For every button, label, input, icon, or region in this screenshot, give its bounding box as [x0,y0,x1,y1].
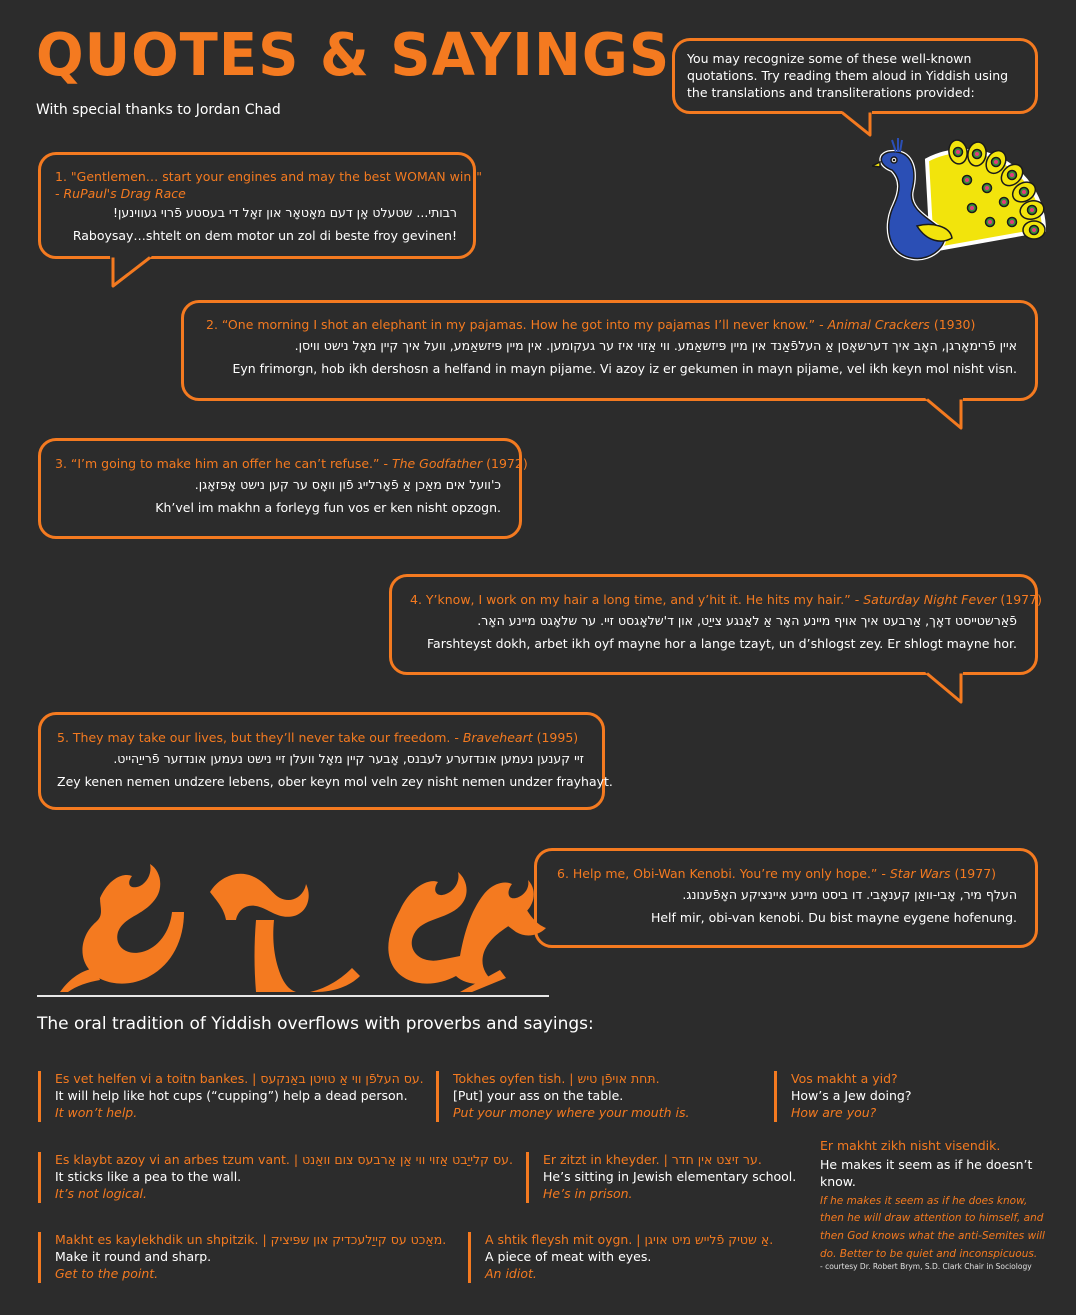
quote-transliteration: Zey kenen nemen undzere lebens, ober key… [57,774,613,789]
proverbs-heading: The oral tradition of Yiddish overflows … [37,1014,594,1034]
quote-bubble-4-tail [925,672,963,704]
quote-year: (1930) [933,317,976,332]
credit-line: - courtesy Dr. Robert Brym, S.D. Clark C… [820,1262,1032,1271]
quote-yiddish: כ'וועל אים מאַכן אַ פֿאָרלייג פֿון וואָס… [194,477,501,492]
quote-transliteration: Helf mir, obi-van kenobi. Du bist mayne … [650,910,1017,925]
quote-transliteration: Farshteyst dokh, arbet ikh oyf mayne hor… [427,636,1017,651]
quote-text: 2. “One morning I shot an elephant in my… [206,317,824,332]
proverb-translation: How’s a Jew doing? [791,1087,912,1103]
quote-source: Star Wars [889,866,951,881]
quote-source: - RuPaul's Drag Race [55,186,186,201]
peacock-illustration [872,138,1047,261]
proverb-translation: He’s sitting in Jewish elementary school… [543,1168,797,1184]
quote-bubble-5: 5. They may take our lives, but they’ll … [38,712,613,810]
proverb-5: Er zitzt in kheyder. | ער זיצט אין חדר. … [526,1152,796,1203]
quote-yiddish: העלף מיר, אָבי-וואַן קענאָבי. דו ביסט מי… [682,887,1017,902]
proverb-translation: It will help like hot cups (“cupping”) h… [55,1087,408,1103]
quote-year: (1995) [536,730,579,745]
proverb-translation: Make it round and sharp. [55,1248,212,1264]
quote-bubble-1-tail [110,256,152,288]
proverb-translation: [Put] your ass on the table. [453,1087,624,1103]
proverb-3: Vos makht a yid? How’s a Jew doing? How … [774,1071,911,1122]
proverb-original: Er zitzt in kheyder. | ער זיצט אין חדר. [543,1152,762,1167]
proverb-meaning: Get to the point. [55,1265,159,1281]
quote-year: (1977) [954,866,997,881]
page-subtitle: With special thanks to Jordan Chad [36,102,281,118]
quote-yiddish: פֿאַרשטייסט דאָך, אַרבעט איך אויף מיינע … [477,613,1017,628]
page-title: QUOTES & SAYINGS [36,21,671,90]
proverb-original: Makht es kaylekhdik un shpitzik. | מאַכט… [55,1232,447,1247]
quote-transliteration: Kh’vel im makhn a forleyg fun vos er ken… [155,500,501,515]
note-title: Er makht zikh nisht visendik. [820,1138,1001,1153]
quote-source: The Godfather [391,456,483,471]
quote-year: (1977) [1000,592,1042,607]
intro-bubble: You may recognize some of these well-kno… [672,38,1038,114]
intro-text: You may recognize some of these well-kno… [687,51,1009,100]
proverb-1: Es vet helfen vi a toitn bankes. | עס הע… [38,1071,424,1122]
proverb-original: Vos makht a yid? [791,1071,898,1086]
quote-transliteration: Raboysay…shtelt on dem motor un zol di b… [72,228,457,243]
proverb-translation: A piece of meat with eyes. [485,1248,652,1264]
quote-bubble-4: 4. Y’know, I work on my hair a long time… [389,574,1042,675]
quote-source: Braveheart [462,730,533,745]
quote-year: (1972) [486,456,528,471]
note-translation: He makes it seem as if he doesn’t know. [820,1156,1033,1190]
proverb-4: Es klaybt azoy vi an arbes tzum vant. | … [38,1152,513,1203]
quote-bubble-2: 2. “One morning I shot an elephant in my… [181,300,1038,401]
quote-source: Saturday Night Fever [863,592,997,607]
proverb-meaning: It won’t help. [55,1104,138,1120]
quote-transliteration: Eyn frimorgn, hob ikh dershosn a helfand… [232,361,1017,376]
proverb-original: A shtik fleysh mit oygn. | אַ שטיק פֿליי… [485,1232,774,1247]
divider-line [37,995,549,997]
proverb-meaning: An idiot. [485,1265,537,1281]
proverb-6: Makht es kaylekhdik un shpitzik. | מאַכט… [38,1232,446,1283]
proverb-original: Es klaybt azoy vi an arbes tzum vant. | … [55,1152,513,1167]
quote-bubble-1: 1. "Gentlemen… start your engines and ma… [38,152,482,259]
intro-bubble-tail [842,111,872,137]
quote-text: 3. “I’m going to make him an offer he ca… [55,456,388,471]
proverb-meaning: It’s not logical. [55,1185,147,1201]
quote-text: 6. Help me, Obi-Wan Kenobi. You’re my on… [557,866,886,881]
proverb-2: Tokhes oyfen tish. | תּחת אויפֿן טיש. [P… [436,1071,689,1122]
proverb-note: Er makht zikh nisht visendik. He makes i… [820,1137,1050,1264]
proverb-meaning: Put your money where your mouth is. [453,1104,690,1120]
quote-text: 4. Y’know, I work on my hair a long time… [410,592,860,607]
proverb-7: A shtik fleysh mit oygn. | אַ שטיק פֿליי… [468,1232,773,1283]
proverb-translation: It sticks like a pea to the wall. [55,1168,242,1184]
note-explanation: If he makes it seem as if he does know, … [820,1194,1045,1261]
proverb-meaning: How are you? [791,1104,877,1120]
quote-yiddish: רבותי... שטעלט אָן דעם מאָטאָר און זאָל … [113,205,457,220]
quote-text: 1. "Gentlemen… start your engines and ma… [55,169,482,184]
proverb-original: Es vet helfen vi a toitn bankes. | עס הע… [55,1071,424,1086]
proverb-original: Tokhes oyfen tish. | תּחת אויפֿן טיש. [453,1071,660,1086]
quote-yiddish: איין פֿרימאָרגן, האָב איך דערשאָסן אַ הע… [294,338,1017,353]
quote-text: 5. They may take our lives, but they’ll … [57,730,459,745]
quote-bubble-6: 6. Help me, Obi-Wan Kenobi. You’re my on… [534,848,1038,948]
quote-bubble-2-tail [925,398,963,430]
quote-yiddish: זיי קענען נעמען אונדזערע לעבנס, אָבער קי… [113,751,584,766]
proverb-meaning: He’s in prison. [543,1185,633,1201]
quote-source: Animal Crackers [827,317,930,332]
yiddish-word-art [60,864,546,992]
quote-bubble-3: 3. “I’m going to make him an offer he ca… [38,438,528,539]
